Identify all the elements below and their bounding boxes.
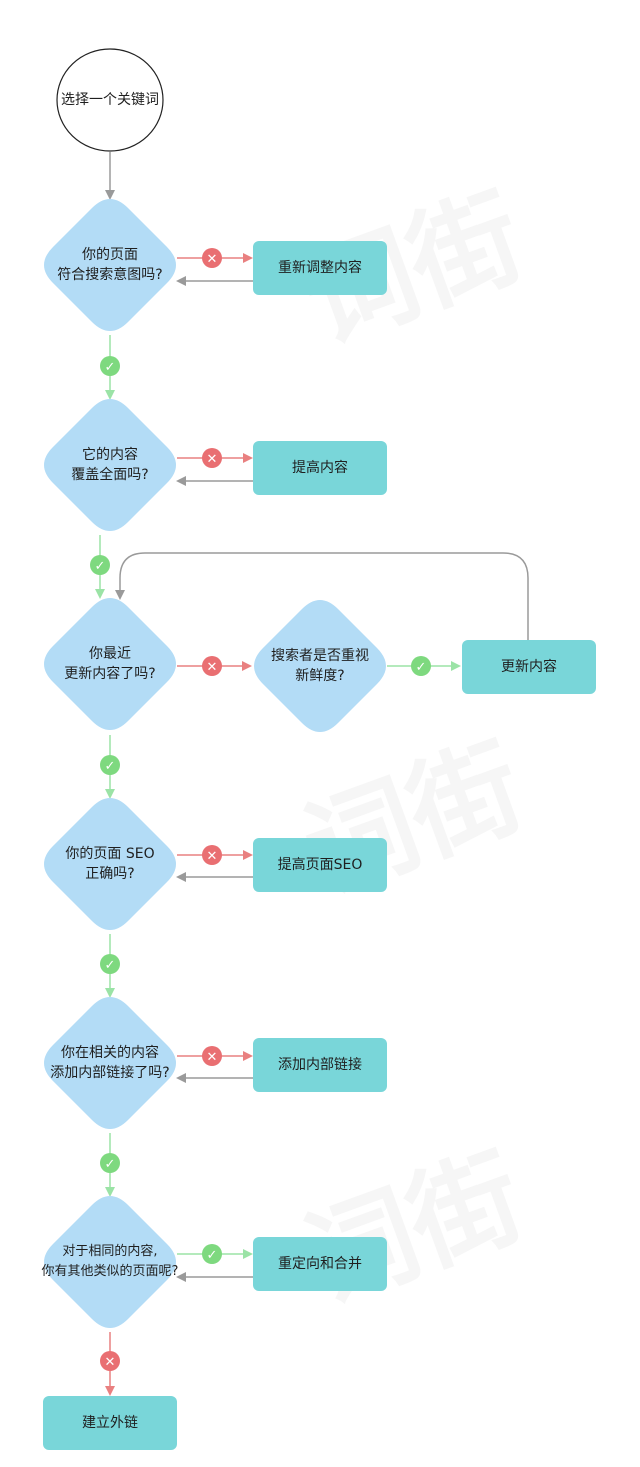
yes-badge: ✓ xyxy=(100,356,120,376)
decision-q2-shape xyxy=(44,399,176,531)
connector-a3-loop xyxy=(115,552,529,640)
yes-badge: ✓ xyxy=(100,1153,120,1173)
x-icon: ✕ xyxy=(207,660,218,675)
decision-q4-shape xyxy=(44,798,176,930)
action-a4-shape xyxy=(253,838,387,892)
check-icon: ✓ xyxy=(105,360,116,375)
no-badge: ✕ xyxy=(202,656,222,676)
x-icon: ✕ xyxy=(207,252,218,267)
x-icon: ✕ xyxy=(207,1050,218,1065)
x-icon: ✕ xyxy=(105,1355,116,1370)
end-node-shape xyxy=(43,1396,177,1450)
yes-badge: ✓ xyxy=(202,1244,222,1264)
decision-diamonds xyxy=(44,199,386,1328)
yes-badge: ✓ xyxy=(100,755,120,775)
check-icon: ✓ xyxy=(416,660,427,675)
x-icon: ✕ xyxy=(207,452,218,467)
no-badge: ✕ xyxy=(202,845,222,865)
no-badge: ✕ xyxy=(202,248,222,268)
no-badge: ✕ xyxy=(100,1351,120,1371)
check-icon: ✓ xyxy=(207,1248,218,1263)
yes-badge: ✓ xyxy=(100,954,120,974)
check-icon: ✓ xyxy=(95,559,106,574)
check-icon: ✓ xyxy=(105,1157,116,1172)
decision-q3-shape xyxy=(44,598,176,730)
action-a1-shape xyxy=(253,241,387,295)
action-a2-shape xyxy=(253,441,387,495)
start-node xyxy=(56,48,164,152)
decision-q3b-shape xyxy=(254,600,386,732)
action-a6-shape xyxy=(253,1237,387,1291)
decision-q6-shape xyxy=(44,1196,176,1328)
action-a3-shape xyxy=(462,640,596,694)
action-a5-shape xyxy=(253,1038,387,1092)
decision-q1-shape xyxy=(44,199,176,331)
check-icon: ✓ xyxy=(105,759,116,774)
decision-q5-shape xyxy=(44,997,176,1129)
yes-badge: ✓ xyxy=(411,656,431,676)
x-icon: ✕ xyxy=(207,849,218,864)
check-icon: ✓ xyxy=(105,958,116,973)
no-badge: ✕ xyxy=(202,1046,222,1066)
yes-badge: ✓ xyxy=(90,555,110,575)
no-badge: ✕ xyxy=(202,448,222,468)
